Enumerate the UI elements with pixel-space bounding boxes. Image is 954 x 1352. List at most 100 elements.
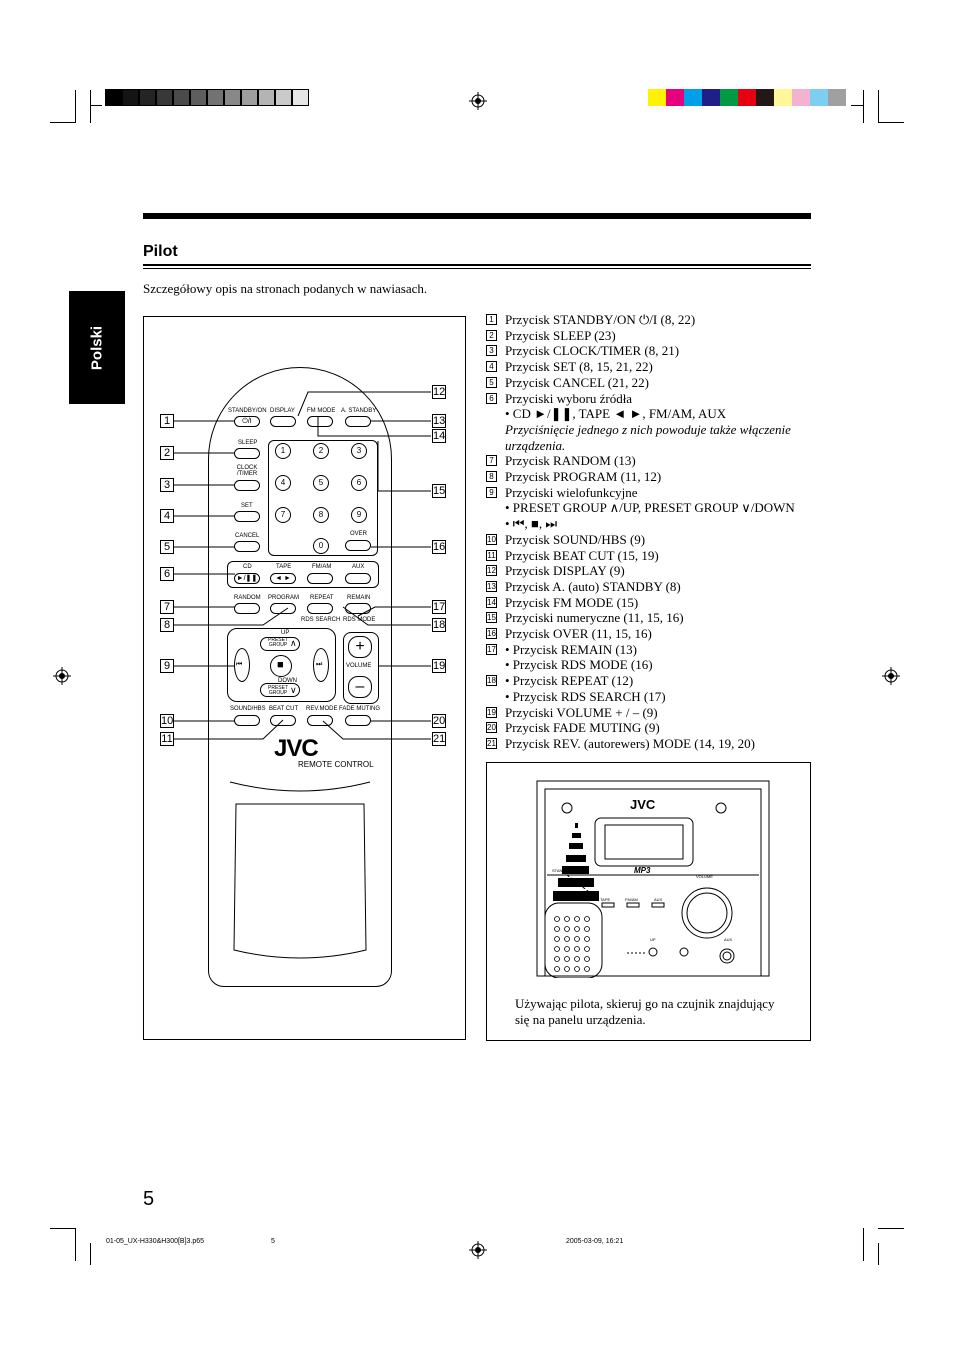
color-swatch (738, 89, 756, 106)
callout-16: 16 (432, 540, 446, 554)
color-swatch (810, 89, 828, 106)
list-item: • Przycisk RDS MODE (16) (486, 657, 795, 673)
remote-label-program: PROGRAM (268, 595, 300, 601)
number-button[interactable]: 4 (275, 475, 291, 491)
number-button[interactable]: 1 (275, 443, 291, 459)
remote-label-down: DOWN (278, 678, 297, 684)
over-button[interactable] (345, 540, 371, 551)
crop-mark (878, 90, 879, 123)
registration-mark-icon (469, 92, 487, 110)
random-button[interactable] (234, 603, 260, 614)
device-illustration (536, 780, 770, 978)
item-number: 4 (486, 361, 497, 373)
remote-control-label: REMOTE CONTROL (298, 760, 374, 769)
repeat-button[interactable] (307, 603, 333, 614)
grayscale-swatch (105, 89, 122, 106)
callout-2: 2 (160, 446, 174, 460)
remote-label-rds-search: RDS SEARCH (301, 617, 341, 623)
chevron-up-icon: ∧ (290, 638, 297, 648)
crop-mark (851, 105, 863, 106)
crop-mark (878, 1228, 904, 1229)
item-number: 15 (486, 612, 497, 624)
next-button[interactable] (313, 648, 329, 682)
item-text: • ⏮, ■, ⏭ (505, 516, 558, 532)
fade-muting-button[interactable] (345, 715, 371, 726)
callout-6: 6 (160, 567, 174, 581)
item-number: 16 (486, 628, 497, 640)
aux-button[interactable] (345, 573, 371, 584)
stop-button[interactable] (270, 655, 292, 677)
device-up-label: UP (650, 937, 656, 942)
remote-label-preset-group-down: PRESET GROUP (268, 685, 289, 696)
number-button[interactable]: 5 (313, 475, 329, 491)
item-text: Przycisk FADE MUTING (9) (505, 720, 660, 736)
list-item: 16 Przycisk OVER (11, 15, 16) (486, 626, 795, 642)
item-text: Przycisk BEAT CUT (15, 19) (505, 547, 659, 563)
title-rule (143, 268, 811, 269)
item-text: Przycisk SOUND/HBS (9) (505, 531, 646, 547)
remote-label-aux: AUX (352, 564, 365, 570)
item-number: 2 (486, 329, 497, 341)
number-button[interactable]: 9 (351, 507, 367, 523)
volume-up-button[interactable]: + (348, 636, 372, 658)
rev-mode-button[interactable] (307, 715, 333, 726)
item-number: 14 (486, 596, 497, 608)
item-text: urządzenia. (505, 437, 566, 453)
chevron-down-icon: ∨ (290, 685, 297, 695)
fm-mode-button[interactable] (307, 416, 333, 427)
item-number: 20 (486, 722, 497, 734)
footer-page: 5 (271, 1238, 275, 1245)
volume-down-button[interactable]: – (348, 676, 372, 698)
number-button[interactable]: 2 (313, 443, 329, 459)
preset-down-button[interactable] (260, 683, 300, 697)
language-tab-label: Polski (88, 325, 106, 370)
display-button[interactable] (270, 416, 296, 427)
number-button[interactable]: 3 (351, 443, 367, 459)
grayscale-swatch (139, 89, 156, 106)
color-swatch (666, 89, 684, 106)
remote-label-repeat: REPEAT (310, 595, 334, 601)
callout-14: 14 (432, 429, 446, 443)
list-item: 18• Przycisk REPEAT (12) (486, 673, 795, 689)
stop-icon: ■ (277, 659, 284, 671)
preset-up-button[interactable] (260, 637, 300, 651)
header-rule (143, 213, 811, 219)
item-number: 10 (486, 533, 497, 545)
nav-frame (227, 628, 336, 702)
item-number: 3 (486, 345, 497, 357)
callout-15: 15 (432, 484, 446, 498)
remote-label-rev-mode: REV.MODE (306, 706, 338, 712)
item-text: Przycisk SLEEP (23) (505, 327, 616, 343)
program-button[interactable] (270, 603, 296, 614)
remote-label-sound-hbs: SOUND/HBS (230, 706, 266, 712)
item-number: 8 (486, 471, 497, 483)
device-fm-am-label: FM/AM (625, 897, 638, 902)
remote-label-over: OVER (350, 531, 368, 537)
remote-lower-outline (229, 781, 371, 959)
callout-21: 21 (432, 732, 446, 746)
page-number: 5 (143, 1188, 155, 1210)
callout-19: 19 (432, 659, 446, 673)
remote-label-tape: TAPE (276, 564, 292, 570)
remote-label-standby: STANDBY/ON (228, 408, 267, 414)
item-number: 21 (486, 737, 497, 749)
grayscale-swatch (258, 89, 275, 106)
remote-label-fade-muting: FADE MUTING (339, 706, 381, 712)
title-rule (143, 264, 811, 266)
number-button[interactable]: 0 (313, 538, 329, 554)
remote-label-display: DISPLAY (270, 408, 295, 414)
a-standby-button[interactable] (345, 416, 371, 427)
number-button[interactable]: 7 (275, 507, 291, 523)
number-button[interactable]: 6 (351, 475, 367, 491)
tape-button[interactable]: ◄ ► (270, 573, 296, 584)
number-button[interactable]: 8 (313, 507, 329, 523)
callout-20: 20 (432, 714, 446, 728)
fm-am-button[interactable] (307, 573, 333, 584)
prev-button[interactable] (234, 648, 250, 682)
keypad-frame (268, 440, 378, 556)
cd-button[interactable]: ►/❚❚ (234, 573, 260, 584)
item-text: Przycisk OVER (11, 15, 16) (505, 626, 652, 642)
